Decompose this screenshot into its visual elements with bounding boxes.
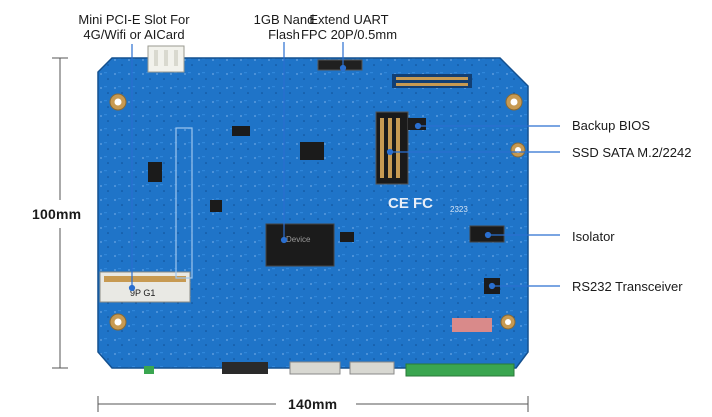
label-nand-line1: 1GB Nand [253, 12, 315, 27]
label-rs232: RS232 Transceiver [572, 279, 683, 294]
chip-marking: Device [286, 235, 311, 244]
callout-lines [128, 42, 560, 292]
pin-header [392, 74, 472, 88]
label-isolator: Isolator [572, 229, 615, 244]
label-uart-line2: FPC 20P/0.5mm [300, 27, 398, 42]
label-uart: Extend UART FPC 20P/0.5mm [294, 12, 404, 42]
bottom-connectors [144, 361, 515, 377]
pcb-board [97, 57, 529, 369]
pcie-bracket [175, 127, 193, 279]
label-ssd: SSD SATA M.2/2242 [572, 145, 692, 160]
label-mini-pcie-line2: 4G/Wifi or AICard [83, 27, 185, 42]
label-mini-pcie-line1: Mini PCI-E Slot For [78, 12, 190, 27]
dimension-width-line [97, 396, 529, 412]
slot-marking: 9P G1 [130, 288, 155, 298]
dimension-height-label: 100mm [32, 206, 82, 222]
label-nand-line2: Flash [268, 27, 300, 42]
misc-components [148, 126, 492, 332]
cert-marks: CE FC [388, 195, 433, 212]
mini-pcie-slot: 9P G1 [99, 271, 191, 303]
dimension-height-line [52, 57, 68, 369]
m2-slot [375, 111, 409, 185]
power-connector [147, 45, 185, 73]
label-nand: 1GB Nand Flash [234, 12, 334, 42]
board-code: 2323 [450, 205, 468, 214]
label-backup-bios: Backup BIOS [572, 118, 651, 133]
mounting-holes [109, 93, 526, 331]
label-uart-line1: Extend UART [309, 12, 389, 27]
label-mini-pcie: Mini PCI-E Slot For 4G/Wifi or AICard [64, 12, 204, 42]
fpc-connector [317, 59, 363, 71]
nand-chip: Device [265, 223, 335, 267]
dimension-width-label: 140mm [288, 396, 338, 412]
